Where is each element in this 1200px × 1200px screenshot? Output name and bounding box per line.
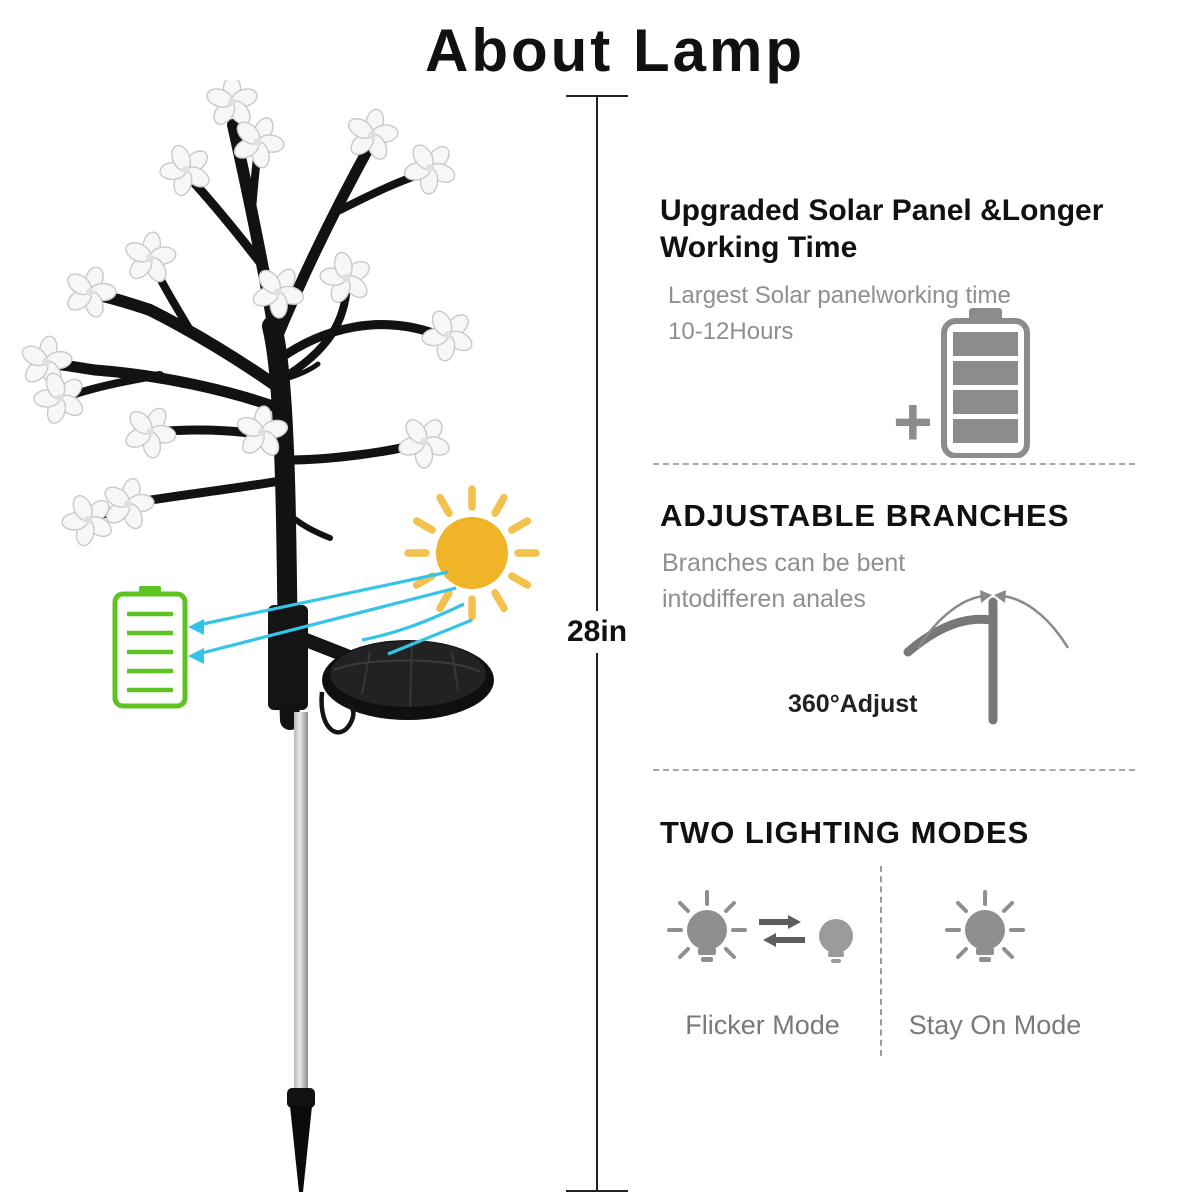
flicker-bulbs-icon [667, 890, 853, 963]
branches-body-line1: Branches can be bent [662, 549, 906, 577]
stay-bulb-icon [945, 890, 1025, 962]
dimension-cap-bottom [566, 1190, 628, 1192]
modes-section-heading: TWO LIGHTING MODES [660, 815, 1030, 850]
section-divider-2 [653, 769, 1135, 771]
trunk-mount [268, 605, 308, 710]
solar-heading-line2: Working Time [660, 231, 858, 264]
branches-section-heading: ADJUSTABLE BRANCHES [660, 498, 1070, 533]
sun-icon [404, 485, 540, 621]
plus-icon: + [893, 384, 933, 460]
battery-charging-icon [112, 586, 188, 709]
ground-stake [287, 712, 315, 1192]
flicker-mode-label: Flicker Mode [685, 1010, 840, 1040]
dimension-cap-top [566, 95, 628, 97]
battery-capacity-icon [941, 308, 1030, 458]
branch-adjust-icon [903, 590, 1070, 725]
adjust-360-label: 360°Adjust [788, 690, 918, 718]
modes-divider [880, 866, 882, 1056]
solar-body-line2: 10-12Hours [668, 318, 794, 345]
solar-section-heading: Upgraded Solar Panel &Longer Working Tim… [660, 192, 1103, 266]
section-divider-1 [653, 463, 1135, 465]
power-wire [319, 691, 356, 735]
branches-section-body: Branches can be bent intodifferen anales [662, 545, 905, 617]
solar-panel [299, 633, 494, 720]
page-title: About Lamp [425, 17, 805, 84]
stay-on-mode-label: Stay On Mode [908, 1010, 1082, 1040]
tree-lamp-illustration [13, 80, 540, 1192]
solar-body-line1: Largest Solar panelworking time [668, 282, 1011, 309]
solar-heading-line1: Upgraded Solar Panel &Longer [660, 194, 1104, 227]
charge-arrows [188, 570, 473, 664]
solar-section-body: Largest Solar panelworking time 10-12Hou… [668, 278, 1011, 350]
dimension-label: 28in [560, 611, 634, 653]
branches-body-line2: intodifferen anales [662, 585, 866, 613]
